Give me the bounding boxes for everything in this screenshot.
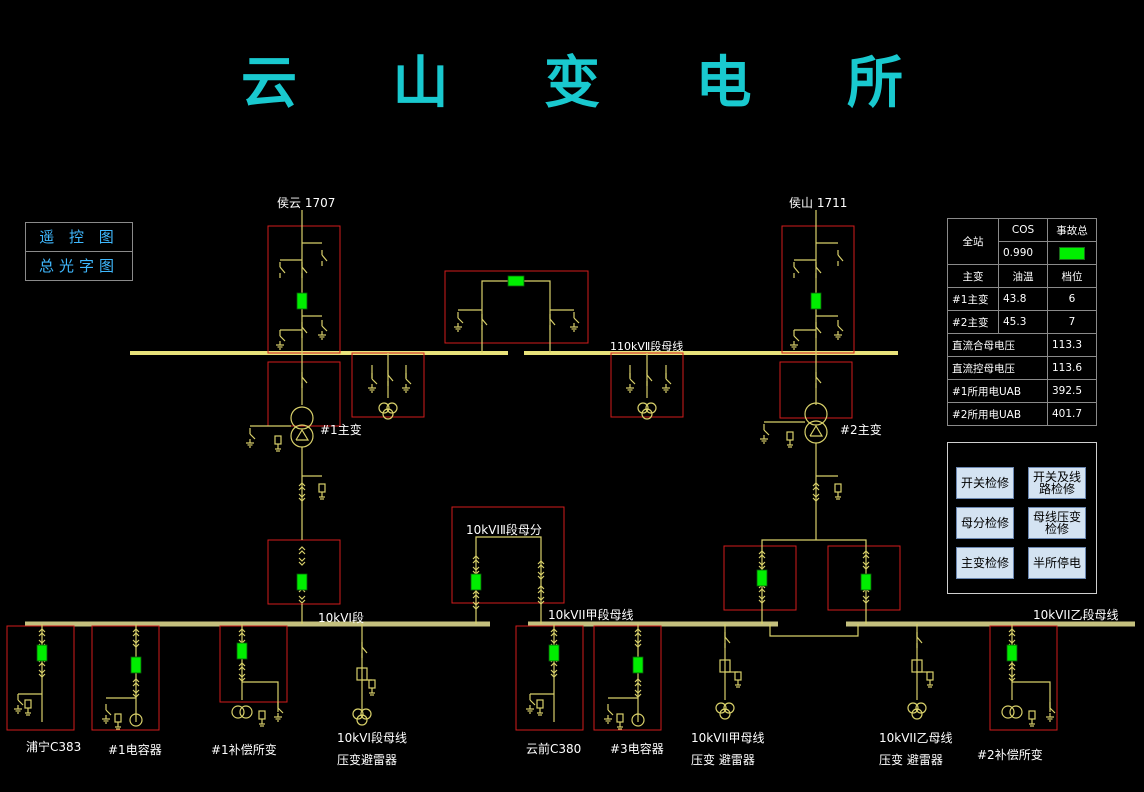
cos-value: 0.990 <box>998 241 1048 265</box>
breaker-110-tie <box>507 275 525 287</box>
bus-pt-maintenance-button[interactable]: 母线压变检修 <box>1028 507 1086 539</box>
aux1-label: #1所用电UAB <box>947 379 1048 403</box>
half-outage-button[interactable]: 半所停电 <box>1028 547 1086 579</box>
maintenance-button-panel: 开关检修 开关及线路检修 母分检修 母线压变检修 主变检修 半所停电 <box>947 442 1097 594</box>
oil-temp-col-header: 油温 <box>998 264 1048 288</box>
breaker-10kv-tie <box>470 573 482 591</box>
remote-control-link[interactable]: 遥 控 图 <box>39 228 119 246</box>
breaker-c383 <box>36 644 48 662</box>
breaker-comp1 <box>236 642 248 660</box>
bus-label-10-vii-a: 10kVII甲段母线 <box>548 608 634 622</box>
dc-close-value: 113.3 <box>1047 333 1097 357</box>
t1-tap-position: 6 <box>1047 287 1097 311</box>
bus-label-10-i-ii: 10kVⅠⅡ段母分 <box>466 523 542 537</box>
cos-label: COS <box>998 218 1048 242</box>
measurement-table: 全站 COS 事故总 0.990 主变 油温 档位 #1主变 43.8 6 #2… <box>947 218 1097 426</box>
feeder-label-comp2: #2补偿所变 <box>977 748 1043 762</box>
feeder-label-cap3: #3电容器 <box>610 742 664 756</box>
breaker-t1-lv <box>296 573 308 591</box>
bus-tie-maintenance-button[interactable]: 母分检修 <box>956 507 1014 539</box>
t2-row-label: #2主变 <box>947 310 999 334</box>
feeder-label-c383: 浦宁C383 <box>26 740 82 754</box>
t2-oil-temp: 45.3 <box>998 310 1048 334</box>
accident-label: 事故总 <box>1047 218 1097 242</box>
feeder-label-c380: 云前C380 <box>526 742 582 756</box>
aux2-value: 401.7 <box>1047 402 1097 426</box>
dc-close-label: 直流合母电压 <box>947 333 1048 357</box>
bus-label-110-ii: 110kVⅡ段母线 <box>610 340 684 353</box>
breaker-1707 <box>296 292 308 310</box>
breaker-c380 <box>548 644 560 662</box>
tap-col-header: 档位 <box>1047 264 1097 288</box>
pt-label-vb-2: 压变 避雷器 <box>879 753 943 767</box>
feeder-label-cap1: #1电容器 <box>108 743 162 757</box>
breaker-1711 <box>810 292 822 310</box>
bus-label-10-vii-b: 10kVII乙段母线 <box>1033 608 1119 622</box>
accident-lamp-icon <box>1059 246 1085 260</box>
station-label: 全站 <box>947 218 999 265</box>
pt-label-vb-1: 10kVII乙母线 <box>879 731 953 745</box>
feeder-label-comp1: #1补偿所变 <box>211 743 277 757</box>
bus-label-10-i: 10kVⅠ段 <box>318 611 364 625</box>
breaker-t2-lv-b <box>860 573 872 591</box>
station-title: 云 山 变 电 所 <box>241 50 941 116</box>
transformer-maintenance-button[interactable]: 主变检修 <box>956 547 1014 579</box>
t1-row-label: #1主变 <box>947 287 999 311</box>
transformer-col-header: 主变 <box>947 264 999 288</box>
line-label-1707: 侯云 1707 <box>277 196 336 210</box>
transformer-2-label: #2主变 <box>840 423 882 437</box>
breaker-comp2 <box>1006 644 1018 662</box>
pt-label-vi-1: 10kVI段母线 <box>337 731 407 745</box>
line-label-1711: 侯山 1711 <box>789 196 848 210</box>
pt-label-va-2: 压变 避雷器 <box>691 753 755 767</box>
breaker-cap3 <box>632 656 644 674</box>
t1-oil-temp: 43.8 <box>998 287 1048 311</box>
breaker-cap1 <box>130 656 142 674</box>
alarm-panel-link[interactable]: 总光字图 <box>26 251 132 280</box>
accident-indicator <box>1047 241 1097 265</box>
transformer-1-label: #1主变 <box>320 423 362 437</box>
dc-ctrl-value: 113.6 <box>1047 356 1097 380</box>
t2-tap-position: 7 <box>1047 310 1097 334</box>
dc-ctrl-label: 直流控母电压 <box>947 356 1048 380</box>
pt-label-va-1: 10kVII甲母线 <box>691 731 765 745</box>
switch-maintenance-button[interactable]: 开关检修 <box>956 467 1014 499</box>
aux1-value: 392.5 <box>1047 379 1097 403</box>
pt-label-vi-2: 压变避雷器 <box>337 753 398 767</box>
aux2-label: #2所用电UAB <box>947 402 1048 426</box>
breaker-t2-lv-a <box>756 569 768 587</box>
switch-line-maintenance-button[interactable]: 开关及线路检修 <box>1028 467 1086 499</box>
nav-panel: 遥 控 图 总光字图 <box>25 222 133 281</box>
